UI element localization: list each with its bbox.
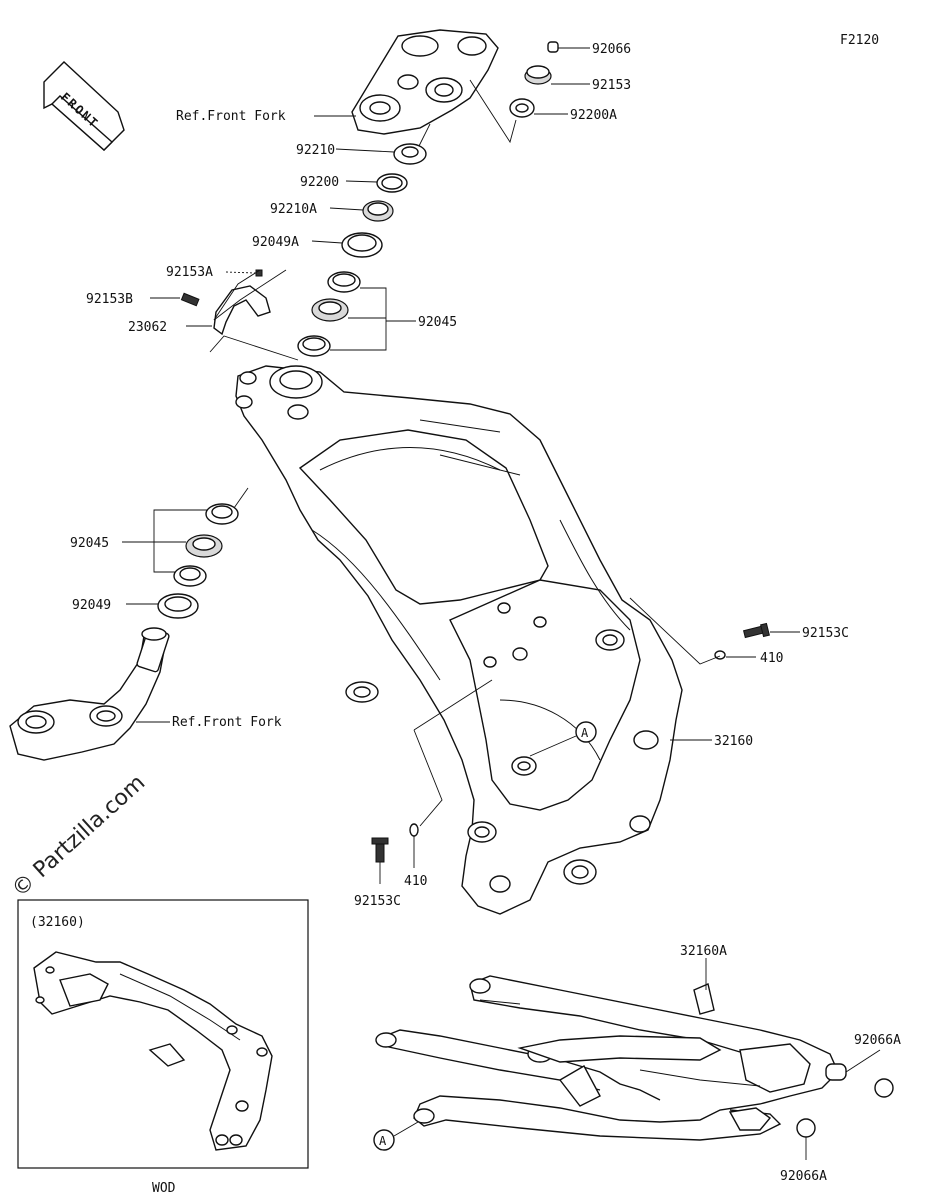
part-23062-bracket bbox=[213, 285, 271, 336]
part-92153C-bottom-bolt bbox=[371, 837, 389, 863]
label-ref-front-fork-bottom: Ref.Front Fork bbox=[172, 715, 282, 730]
part-92045-upper-bearing bbox=[311, 298, 349, 322]
lower-triple-clamp bbox=[9, 627, 170, 761]
label-92210A: 92210A bbox=[270, 202, 317, 217]
label-32160A: 32160A bbox=[680, 944, 727, 959]
upper-triple-clamp bbox=[351, 29, 499, 135]
part-92045-lower-race bbox=[297, 335, 331, 357]
label-92045-upper: 92045 bbox=[418, 315, 457, 330]
label-410-right: 410 bbox=[760, 651, 783, 666]
marker-a-subframe: A bbox=[373, 1121, 419, 1151]
main-frame-32160 bbox=[235, 365, 683, 915]
front-arrow-icon: FRONT bbox=[43, 61, 125, 151]
label-92153: 92153 bbox=[592, 78, 631, 93]
watermark: © Partzilla.com bbox=[7, 770, 150, 902]
part-92066A-bottom-cap bbox=[796, 1118, 816, 1138]
svg-text:A: A bbox=[379, 1134, 387, 1148]
part-92045-upper-race bbox=[327, 271, 361, 293]
label-92066: 92066 bbox=[592, 42, 631, 57]
label-92200: 92200 bbox=[300, 175, 339, 190]
part-92066A-top-cap bbox=[874, 1078, 894, 1098]
part-92200A-washer bbox=[509, 98, 568, 118]
svg-text:A: A bbox=[581, 726, 589, 740]
part-92066-cap bbox=[547, 41, 590, 53]
label-92153A: 92153A bbox=[166, 265, 213, 280]
label-92049: 92049 bbox=[72, 598, 111, 613]
part-410-bottom-washer bbox=[409, 823, 419, 837]
label-23062: 23062 bbox=[128, 320, 167, 335]
part-92153-bolt bbox=[524, 65, 590, 85]
label-92066A-bottom: 92066A bbox=[780, 1169, 827, 1184]
label-92045-lower: 92045 bbox=[70, 536, 109, 551]
figure-code: F2120 bbox=[840, 33, 879, 48]
label-92210: 92210 bbox=[296, 143, 335, 158]
label-92153B: 92153B bbox=[86, 292, 133, 307]
part-92200-washer bbox=[376, 173, 408, 193]
label-92049A: 92049A bbox=[252, 235, 299, 250]
marker-a-frame: A bbox=[529, 721, 597, 757]
part-92153C-right-bolt bbox=[742, 622, 770, 639]
label-32160: 32160 bbox=[714, 734, 753, 749]
label-92200A: 92200A bbox=[570, 108, 617, 123]
inset-frame-sketch bbox=[33, 951, 273, 1151]
part-92049-seal bbox=[157, 593, 199, 619]
label-410-bottom: 410 bbox=[404, 874, 427, 889]
inset-title: (32160) bbox=[30, 915, 85, 930]
subframe-32160A bbox=[375, 975, 847, 1141]
part-92045-left-race-bottom bbox=[173, 565, 207, 587]
label-ref-front-fork-top: Ref.Front Fork bbox=[176, 109, 286, 124]
part-92210-nut bbox=[393, 143, 427, 165]
label-92153C-bottom: 92153C bbox=[354, 894, 401, 909]
part-92153B-bolt bbox=[180, 292, 200, 307]
part-92045-left-bearing bbox=[185, 534, 223, 558]
part-92210A-nut bbox=[362, 200, 394, 222]
part-92049A-seal bbox=[341, 232, 383, 258]
inset-panel: (32160) bbox=[17, 899, 309, 1169]
part-92045-left-race-top bbox=[205, 503, 239, 525]
inset-caption: WOD bbox=[152, 1181, 176, 1196]
label-92066A-top: 92066A bbox=[854, 1033, 901, 1048]
label-92153C-right: 92153C bbox=[802, 626, 849, 641]
